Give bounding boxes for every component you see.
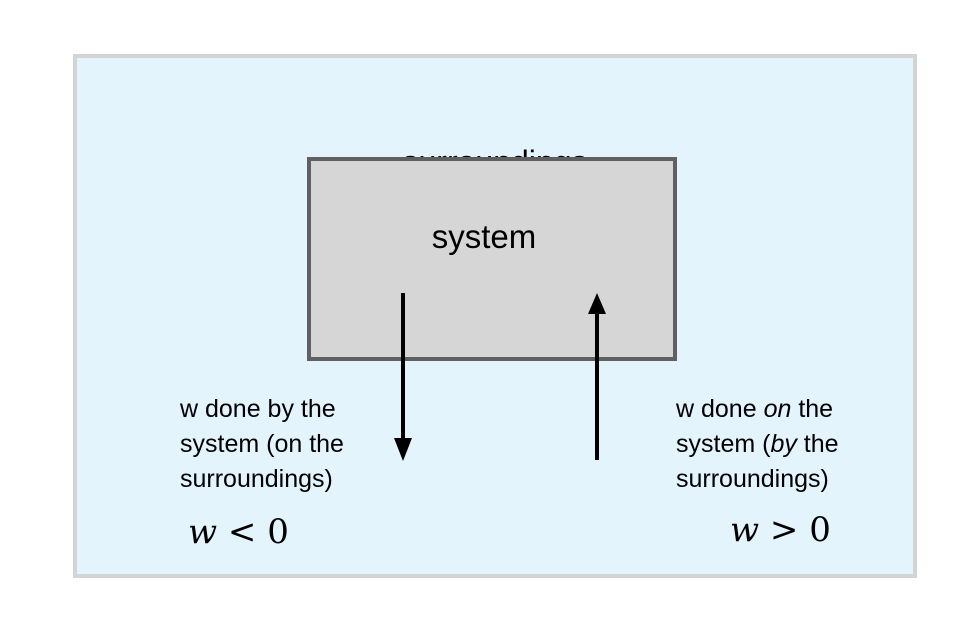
text: the — [791, 395, 834, 423]
math-var: w — [730, 510, 760, 550]
desc-right-line1: w done on the — [676, 392, 839, 427]
math-w-positive: w > 0 — [730, 510, 831, 550]
arrow-up-icon — [588, 293, 606, 314]
text: the — [796, 430, 839, 458]
system-label: system — [431, 218, 537, 255]
system-box: system — [307, 157, 677, 361]
desc-right-line3: surroundings) — [676, 465, 829, 493]
desc-left-line3: surroundings) — [180, 465, 333, 493]
math-var: w — [188, 512, 218, 552]
desc-left-line1: w done by the — [180, 395, 336, 423]
desc-right-line2: system (by the — [676, 427, 839, 462]
text: w done — [676, 395, 764, 423]
work-on-system-description: w done on the system (by the surrounding… — [676, 392, 839, 497]
emphasis-on: on — [763, 395, 792, 423]
math-w-negative: w < 0 — [188, 512, 289, 552]
math-relation: < 0 — [217, 512, 289, 552]
text: system ( — [676, 430, 771, 458]
arrow-down-icon — [394, 438, 412, 461]
arrow-work-in — [588, 293, 606, 460]
arrow-work-out — [394, 293, 412, 461]
emphasis-by: by — [770, 430, 797, 458]
work-by-system-description: w done by the system (on the surrounding… — [180, 392, 344, 497]
math-relation: > 0 — [759, 510, 831, 550]
desc-left-line2: system (on the — [180, 430, 344, 458]
